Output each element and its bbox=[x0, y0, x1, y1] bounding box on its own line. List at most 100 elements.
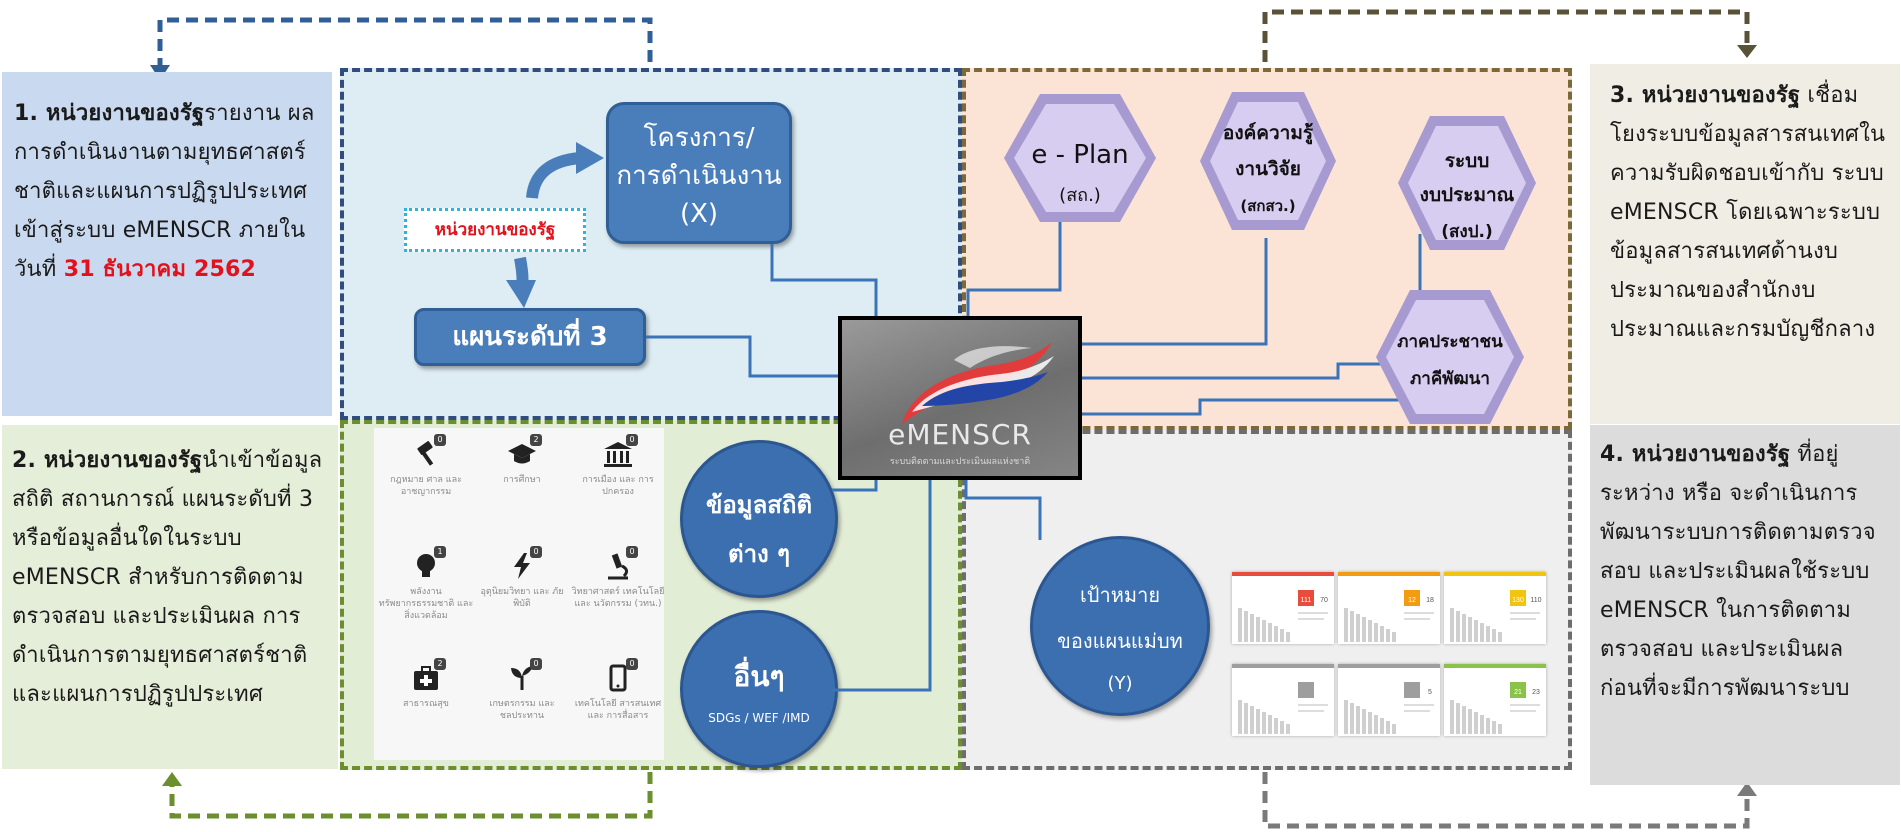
civil-label: ภาคประชาชน ภาคีพัฒนา bbox=[1372, 328, 1528, 392]
budget-sub: (สงป.) bbox=[1441, 222, 1493, 242]
category-label: เกษตรกรรม และ ชลประทาน bbox=[489, 699, 555, 721]
dashboard-thumbnail[interactable]: 21 23 bbox=[1444, 664, 1546, 736]
svg-text:70: 70 bbox=[1320, 597, 1328, 604]
emenscr-logo: eMENSCR ระบบติดตามและประเมินผลแห่งชาติ bbox=[838, 316, 1082, 480]
target-line3: (Y) bbox=[1107, 673, 1133, 694]
category-label: อุตุนิยมวิทยา และ ภัยพิบัติ bbox=[480, 587, 564, 609]
statistic-category[interactable]: 0 การเมือง และ การปกครอง bbox=[570, 434, 666, 498]
budget-hexagon bbox=[1398, 116, 1536, 250]
target-line1: เป้าหมาย bbox=[1079, 583, 1161, 607]
box2-body: นำเข้าข้อมูลสถิติ สถานการณ์ แผนระดับที่ … bbox=[12, 448, 323, 707]
box3-body: เชื่อมโยงระบบข้อมูลสารสนเทศในความรับผิดช… bbox=[1610, 83, 1886, 342]
stats-line1: ข้อมูลสถิติ bbox=[705, 491, 813, 519]
eplan-label: e - Plan (สถ.) bbox=[1000, 140, 1160, 209]
svg-text:21: 21 bbox=[1514, 689, 1522, 696]
box4: 4. หน่วยงานของรัฐ ที่อยู่ระหว่าง หรือ จะ… bbox=[1590, 425, 1900, 785]
category-label: การเมือง และ การปกครอง bbox=[582, 475, 654, 497]
svg-text:111: 111 bbox=[1301, 597, 1312, 604]
budget-line1: ระบบ bbox=[1444, 150, 1490, 172]
category-badge: 0 bbox=[434, 434, 446, 446]
category-badge: 0 bbox=[626, 434, 638, 446]
category-badge: 0 bbox=[626, 658, 638, 670]
box1-body: รายงาน ผลการดำเนินงานตามยุทธศาสตร์ชาติแล… bbox=[14, 101, 315, 282]
statistic-category[interactable]: 0 เทคโนโลยี สารสนเทศ และ การสื่อสาร bbox=[570, 658, 666, 722]
statistic-category[interactable]: 0 กฎหมาย ศาล และอาชญากรรม bbox=[378, 434, 474, 498]
eplan-sub: (สถ.) bbox=[1059, 185, 1101, 206]
eplan-title: e - Plan bbox=[1031, 140, 1129, 170]
category-label: เทคโนโลยี สารสนเทศ และ การสื่อสาร bbox=[574, 699, 662, 721]
box2: 2. หน่วยงานของรัฐนำเข้าข้อมูลสถิติ สถานก… bbox=[2, 425, 338, 769]
civil-line2: ภาคีพัฒนา bbox=[1410, 369, 1490, 389]
category-badge: 2 bbox=[530, 434, 542, 446]
project-line2: การดำเนินงาน bbox=[616, 161, 782, 191]
other-circle: อื่นๆ SDGs / WEF /IMD bbox=[680, 610, 838, 768]
dashboard-thumbnail[interactable] bbox=[1232, 664, 1334, 736]
box3-lead: 3. หน่วยงานของรัฐ bbox=[1610, 83, 1801, 108]
statistic-category[interactable]: 0 อุตุนิยมวิทยา และ ภัยพิบัติ bbox=[474, 546, 570, 610]
dashboard-thumbnail[interactable]: 111 70 bbox=[1232, 572, 1334, 644]
box1-lead: 1. หน่วยงานของรัฐ bbox=[14, 101, 205, 126]
dashboard-thumbnail[interactable]: 5 bbox=[1338, 664, 1440, 736]
microscope-icon bbox=[608, 553, 629, 580]
knowledge-hexagon bbox=[1200, 92, 1336, 230]
stats-line2: ต่าง ๆ bbox=[727, 540, 791, 568]
civil-hexagon bbox=[1376, 290, 1524, 424]
statistics-icon-panel bbox=[374, 428, 664, 760]
svg-text:5: 5 bbox=[1428, 689, 1432, 696]
statistic-category[interactable]: 0 เกษตรกรรม และ ชลประทาน bbox=[474, 658, 570, 722]
gavel-icon bbox=[417, 441, 434, 466]
category-badge: 0 bbox=[530, 658, 542, 670]
knowledge-sub: (สกสว.) bbox=[1240, 197, 1296, 215]
knowledge-line2: งานวิจัย bbox=[1235, 158, 1301, 180]
knowledge-line1: องค์ความรู้ bbox=[1222, 122, 1314, 144]
box4-lead: 4. หน่วยงานของรัฐ bbox=[1600, 442, 1791, 467]
svg-text:18: 18 bbox=[1426, 597, 1434, 604]
medical-kit-icon bbox=[414, 666, 438, 690]
category-badge: 0 bbox=[530, 546, 542, 558]
government-building-icon bbox=[604, 442, 632, 467]
dashboard-thumbnail[interactable]: 130 110 bbox=[1444, 572, 1546, 644]
graduation-cap-icon bbox=[508, 444, 536, 464]
category-label: วิทยาศาสตร์ เทคโนโลยีและ นวัตกรรม (วทน.) bbox=[571, 587, 665, 609]
plan3-box: แผนระดับที่ 3 bbox=[414, 308, 646, 366]
stats-circle: ข้อมูลสถิติ ต่าง ๆ bbox=[680, 440, 838, 598]
budget-label: ระบบ งบประมาณ (สงป.) bbox=[1394, 146, 1540, 245]
box1: 1. หน่วยงานของรัฐรายงาน ผลการดำเนินงานตา… bbox=[2, 72, 332, 416]
category-badge: 1 bbox=[434, 546, 446, 558]
lightbulb-icon bbox=[417, 554, 435, 577]
statistic-category[interactable]: 2 สาธารณสุข bbox=[378, 658, 474, 710]
arrow-q3-to-box3 bbox=[1262, 9, 1750, 62]
other-line2: SDGs / WEF /IMD bbox=[708, 711, 810, 725]
target-circle: เป้าหมาย ของแผนแม่บท (Y) bbox=[1030, 536, 1210, 716]
mobile-phone-icon bbox=[609, 664, 627, 692]
curved-arrows bbox=[506, 142, 604, 308]
logo-subtitle: ระบบติดตามและประเมินผลแห่งชาติ bbox=[889, 457, 1031, 467]
category-badge: 2 bbox=[434, 658, 446, 670]
flag-ribbon-icon bbox=[902, 342, 1054, 424]
project-line1: โครงการ/ bbox=[643, 123, 755, 153]
svg-text:12: 12 bbox=[1408, 597, 1416, 604]
agency-label: หน่วยงานของรัฐ bbox=[434, 220, 556, 240]
svg-text:110: 110 bbox=[1530, 597, 1541, 604]
arrow-q2-to-box2 bbox=[169, 772, 653, 819]
box4-body: ที่อยู่ระหว่าง หรือ จะดำเนินการพัฒนาระบบ… bbox=[1600, 442, 1876, 701]
category-label: กฎหมาย ศาล และอาชญากรรม bbox=[390, 475, 462, 497]
dashboard-thumbnail[interactable]: 12 18 bbox=[1338, 572, 1440, 644]
lightning-icon bbox=[514, 553, 530, 579]
category-label: สาธารณสุข bbox=[403, 699, 449, 709]
project-line3: (X) bbox=[679, 199, 719, 229]
civil-line1: ภาคประชาชน bbox=[1397, 332, 1503, 352]
svg-text:23: 23 bbox=[1532, 689, 1540, 696]
agency-label-box: หน่วยงานของรัฐ bbox=[404, 208, 586, 252]
plan3-label: แผนระดับที่ 3 bbox=[452, 322, 608, 352]
svg-text:130: 130 bbox=[1512, 597, 1524, 604]
arrow-q1-to-box1 bbox=[157, 17, 653, 70]
arrow-q4-to-box4 bbox=[1262, 772, 1750, 829]
box2-lead: 2. หน่วยงานของรัฐ bbox=[12, 448, 203, 473]
logo-text: eMENSCR bbox=[888, 418, 1032, 451]
other-line1: อื่นๆ bbox=[733, 660, 785, 693]
